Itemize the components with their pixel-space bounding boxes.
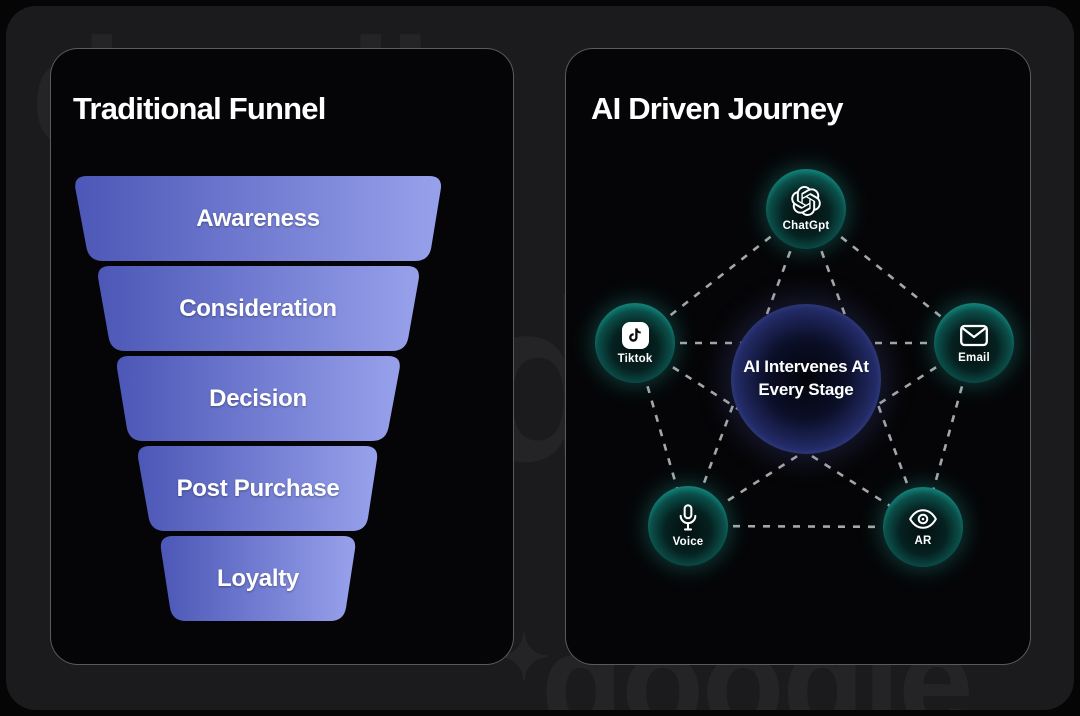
node-label: Tiktok bbox=[617, 352, 653, 365]
funnel-stage-shape bbox=[160, 536, 356, 621]
center-node-text-line1: AI Intervenes At bbox=[743, 357, 869, 377]
funnel-stage-label: Awareness bbox=[196, 204, 320, 232]
infographic-canvas: doodle doodle ✦ doodle Traditional Funne… bbox=[6, 6, 1074, 710]
funnel-stage-shape bbox=[75, 176, 442, 261]
node-chatgpt: ChatGpt bbox=[766, 169, 846, 249]
funnel-stage-label: Post Purchase bbox=[176, 474, 340, 502]
ai-journey-panel: AI Driven Journey AI Intervenes At Every… bbox=[565, 48, 1031, 665]
panel-title: AI Driven Journey bbox=[591, 91, 844, 126]
funnel-shape bbox=[75, 176, 442, 621]
node-label: ChatGpt bbox=[782, 220, 830, 232]
center-node-text-line2: Every Stage bbox=[758, 380, 854, 399]
node-voice: Voice bbox=[648, 486, 728, 566]
funnel-stage-label: Consideration bbox=[179, 294, 337, 322]
funnel-stage-shape bbox=[138, 446, 378, 531]
eye-icon bbox=[909, 509, 937, 529]
funnel-stage-shape bbox=[98, 266, 419, 351]
panel-title: Traditional Funnel bbox=[73, 91, 326, 126]
node-label: AR bbox=[914, 535, 932, 547]
funnel-stage-shape bbox=[116, 356, 400, 441]
center-node: AI Intervenes At Every Stage bbox=[731, 304, 881, 454]
node-tiktok: Tiktok bbox=[595, 303, 675, 383]
node-email: Email bbox=[934, 303, 1014, 383]
node-label: Voice bbox=[672, 536, 704, 548]
envelope-icon bbox=[960, 324, 988, 346]
funnel-stage-label: Loyalty bbox=[217, 564, 299, 592]
microphone-icon bbox=[679, 504, 697, 531]
traditional-funnel-panel: Traditional Funnel Awareness Considerati… bbox=[50, 48, 514, 665]
node-ar: AR bbox=[883, 487, 963, 567]
openai-logo-icon bbox=[791, 186, 821, 216]
funnel-diagram: Awareness Consideration Decision Post Pu… bbox=[51, 176, 515, 626]
tiktok-icon bbox=[621, 321, 649, 349]
node-label: Email bbox=[958, 351, 990, 364]
funnel-stage-label: Decision bbox=[209, 384, 307, 412]
